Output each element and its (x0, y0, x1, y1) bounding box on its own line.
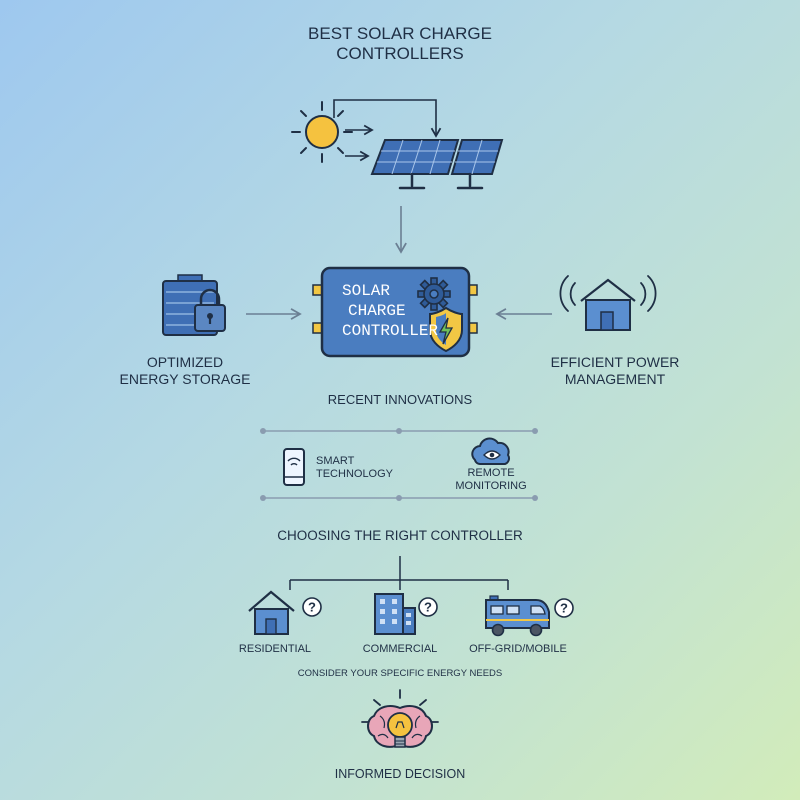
title-line-1: BEST SOLAR CHARGE (308, 24, 492, 43)
choosing-heading: CHOOSING THE RIGHT CONTROLLER (277, 528, 523, 543)
svg-text:?: ? (308, 600, 316, 615)
smartphone-icon (283, 448, 305, 486)
controller-label: SOLAR CHARGE CONTROLLER (342, 281, 438, 341)
controller-line-2: CHARGE (348, 302, 406, 320)
innovation-0-line-1: SMART (316, 455, 355, 467)
optimized-storage-label: OPTIMIZED ENERGY STORAGE (100, 354, 270, 388)
innovation-remote-monitoring: REMOTE MONITORING (446, 467, 536, 493)
controller-line-3: CONTROLLER (342, 322, 439, 340)
page-title: BEST SOLAR CHARGE CONTROLLERS (240, 24, 560, 65)
option-offgrid-mobile: OFF-GRID/MOBILE (469, 643, 567, 655)
sunlight-arrows (333, 99, 442, 162)
left-node-line-2: ENERGY STORAGE (119, 370, 251, 387)
energy-needs-note: CONSIDER YOUR SPECIFIC ENERGY NEEDS (297, 668, 503, 679)
controller-line-1: SOLAR (342, 282, 391, 300)
solar-panel-icon (370, 139, 504, 190)
left-node-line-1: OPTIMIZED (146, 354, 224, 370)
gear-icon (417, 277, 451, 311)
innovation-smart-technology: SMART TECHNOLOGY (316, 455, 406, 481)
innovation-1-line-2: MONITORING (455, 480, 527, 493)
option-residential: RESIDENTIAL (238, 643, 312, 655)
question-icon: ? (418, 597, 438, 617)
sun-icon (291, 101, 353, 163)
svg-text:?: ? (560, 601, 568, 616)
svg-text:?: ? (424, 600, 432, 615)
innovation-1-line-1: REMOTE (467, 467, 515, 479)
cloud-eye-icon (471, 437, 511, 465)
rv-icon (485, 595, 550, 637)
house-icon (248, 590, 295, 635)
right-node-line-1: EFFICIENT POWER (550, 354, 680, 370)
innovation-0-line-2: TECHNOLOGY (316, 468, 394, 481)
choice-tree (289, 556, 509, 590)
question-icon: ? (554, 598, 574, 618)
power-management-label: EFFICIENT POWER MANAGEMENT (530, 354, 700, 388)
brain-bulb-icon (361, 689, 439, 748)
option-commercial: COMMERCIAL (362, 643, 438, 655)
house-signal-icon (559, 275, 657, 331)
question-icon: ? (302, 597, 322, 617)
timeline-dots (260, 428, 538, 501)
shield-bolt-icon (429, 306, 463, 353)
title-line-2: CONTROLLERS (336, 44, 464, 64)
battery-lock-icon (162, 274, 226, 336)
right-node-line-2: MANAGEMENT (564, 370, 666, 387)
innovations-heading: RECENT INNOVATIONS (327, 392, 473, 407)
informed-decision-label: INFORMED DECISION (334, 767, 466, 781)
office-building-icon (374, 593, 416, 635)
